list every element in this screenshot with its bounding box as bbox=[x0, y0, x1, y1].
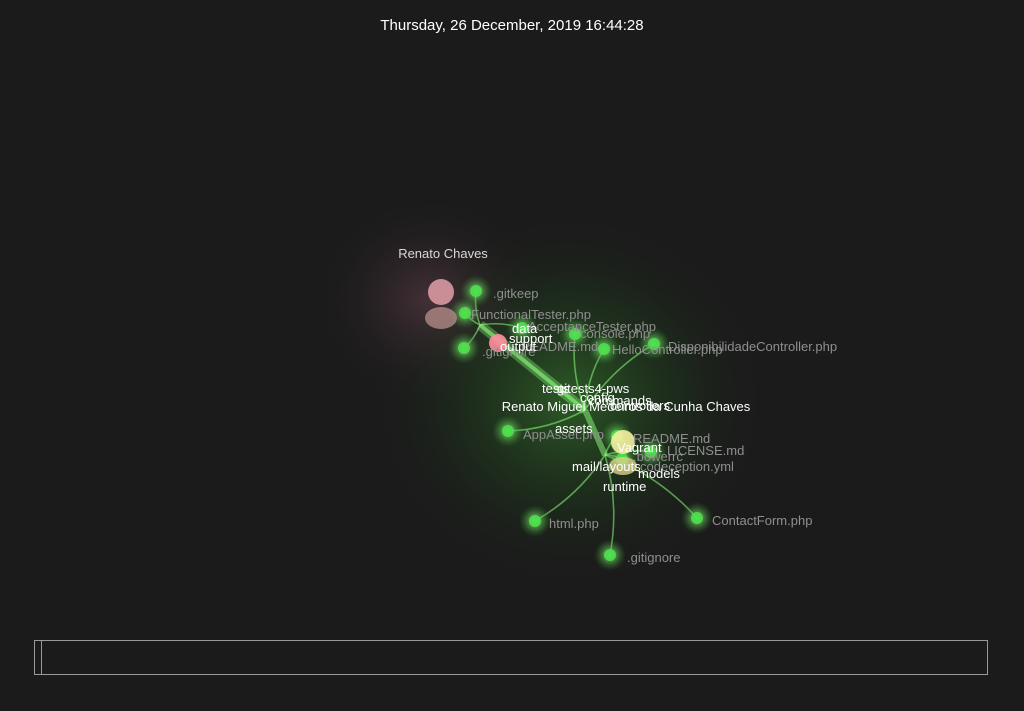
author-beam-icon bbox=[489, 334, 507, 352]
file-node bbox=[691, 512, 703, 524]
file-labels: .gitkeep FunctionalTester.php Acceptance… bbox=[471, 286, 837, 565]
dir-label: output bbox=[500, 339, 537, 354]
file-node bbox=[569, 328, 581, 340]
committer-head-icon bbox=[611, 430, 635, 454]
dir-label: data bbox=[512, 321, 538, 336]
file-label: README.md bbox=[633, 431, 710, 446]
directory-labels: data support output tests gitests4-pws c… bbox=[500, 321, 680, 494]
file-label: console.php bbox=[580, 326, 650, 341]
file-label: html.php bbox=[549, 516, 599, 531]
file-label: ContactForm.php bbox=[712, 513, 812, 528]
file-node bbox=[529, 515, 541, 527]
file-label: FunctionalTester.php bbox=[471, 307, 591, 322]
committer-body-icon bbox=[609, 457, 637, 475]
committer-name: Renato Miguel Medeiros da Cunha Chaves bbox=[502, 399, 751, 414]
file-label: codeception.yml bbox=[640, 459, 734, 474]
dir-label: tests bbox=[542, 381, 570, 396]
file-node bbox=[470, 285, 482, 297]
dir-label: gitests4-pws bbox=[557, 381, 630, 396]
file-label: LICENSE.md bbox=[667, 443, 744, 458]
trunk-edge bbox=[582, 408, 608, 457]
dir-label: runtime bbox=[603, 479, 646, 494]
dir-label: controllers bbox=[610, 398, 670, 413]
timeline-cursor[interactable] bbox=[41, 641, 42, 674]
file-node bbox=[459, 307, 471, 319]
file-node bbox=[502, 425, 514, 437]
file-label: HelloController.php bbox=[612, 342, 723, 357]
dir-label: mail/layouts bbox=[572, 459, 641, 474]
file-label: AcceptanceTester.php bbox=[528, 319, 656, 334]
file-node bbox=[516, 322, 528, 334]
dir-label: commands bbox=[588, 393, 652, 408]
date-time: Thursday, 26 December, 2019 16:44:28 bbox=[380, 17, 644, 34]
dir-label: models bbox=[638, 466, 680, 481]
user-committer[interactable]: Renato Miguel Medeiros da Cunha Chaves bbox=[502, 399, 751, 475]
author-body-icon bbox=[425, 307, 457, 329]
file-node bbox=[598, 343, 610, 355]
file-label: AppAsset.php bbox=[523, 427, 604, 442]
dir-label: assets bbox=[555, 421, 593, 436]
file-label: README.md bbox=[521, 339, 598, 354]
file-label: DisponibilidadeController.php bbox=[668, 339, 837, 354]
dir-label: config bbox=[580, 390, 615, 405]
file-label: .gitignore bbox=[627, 550, 680, 565]
dir-label: support bbox=[509, 331, 553, 346]
file-label: .gitkeep bbox=[493, 286, 539, 301]
user-author[interactable]: Renato Chaves bbox=[398, 246, 507, 352]
file-node bbox=[648, 338, 660, 350]
file-node bbox=[645, 446, 657, 458]
file-label: .gitignore bbox=[482, 344, 535, 359]
author-name: Renato Chaves bbox=[398, 246, 488, 261]
file-node bbox=[604, 549, 616, 561]
file-node bbox=[458, 342, 470, 354]
timeline-bar[interactable] bbox=[34, 640, 988, 675]
dir-label: Vagrant bbox=[617, 440, 662, 455]
author-head-icon bbox=[428, 279, 454, 305]
file-label: .bowerrc bbox=[633, 449, 683, 464]
